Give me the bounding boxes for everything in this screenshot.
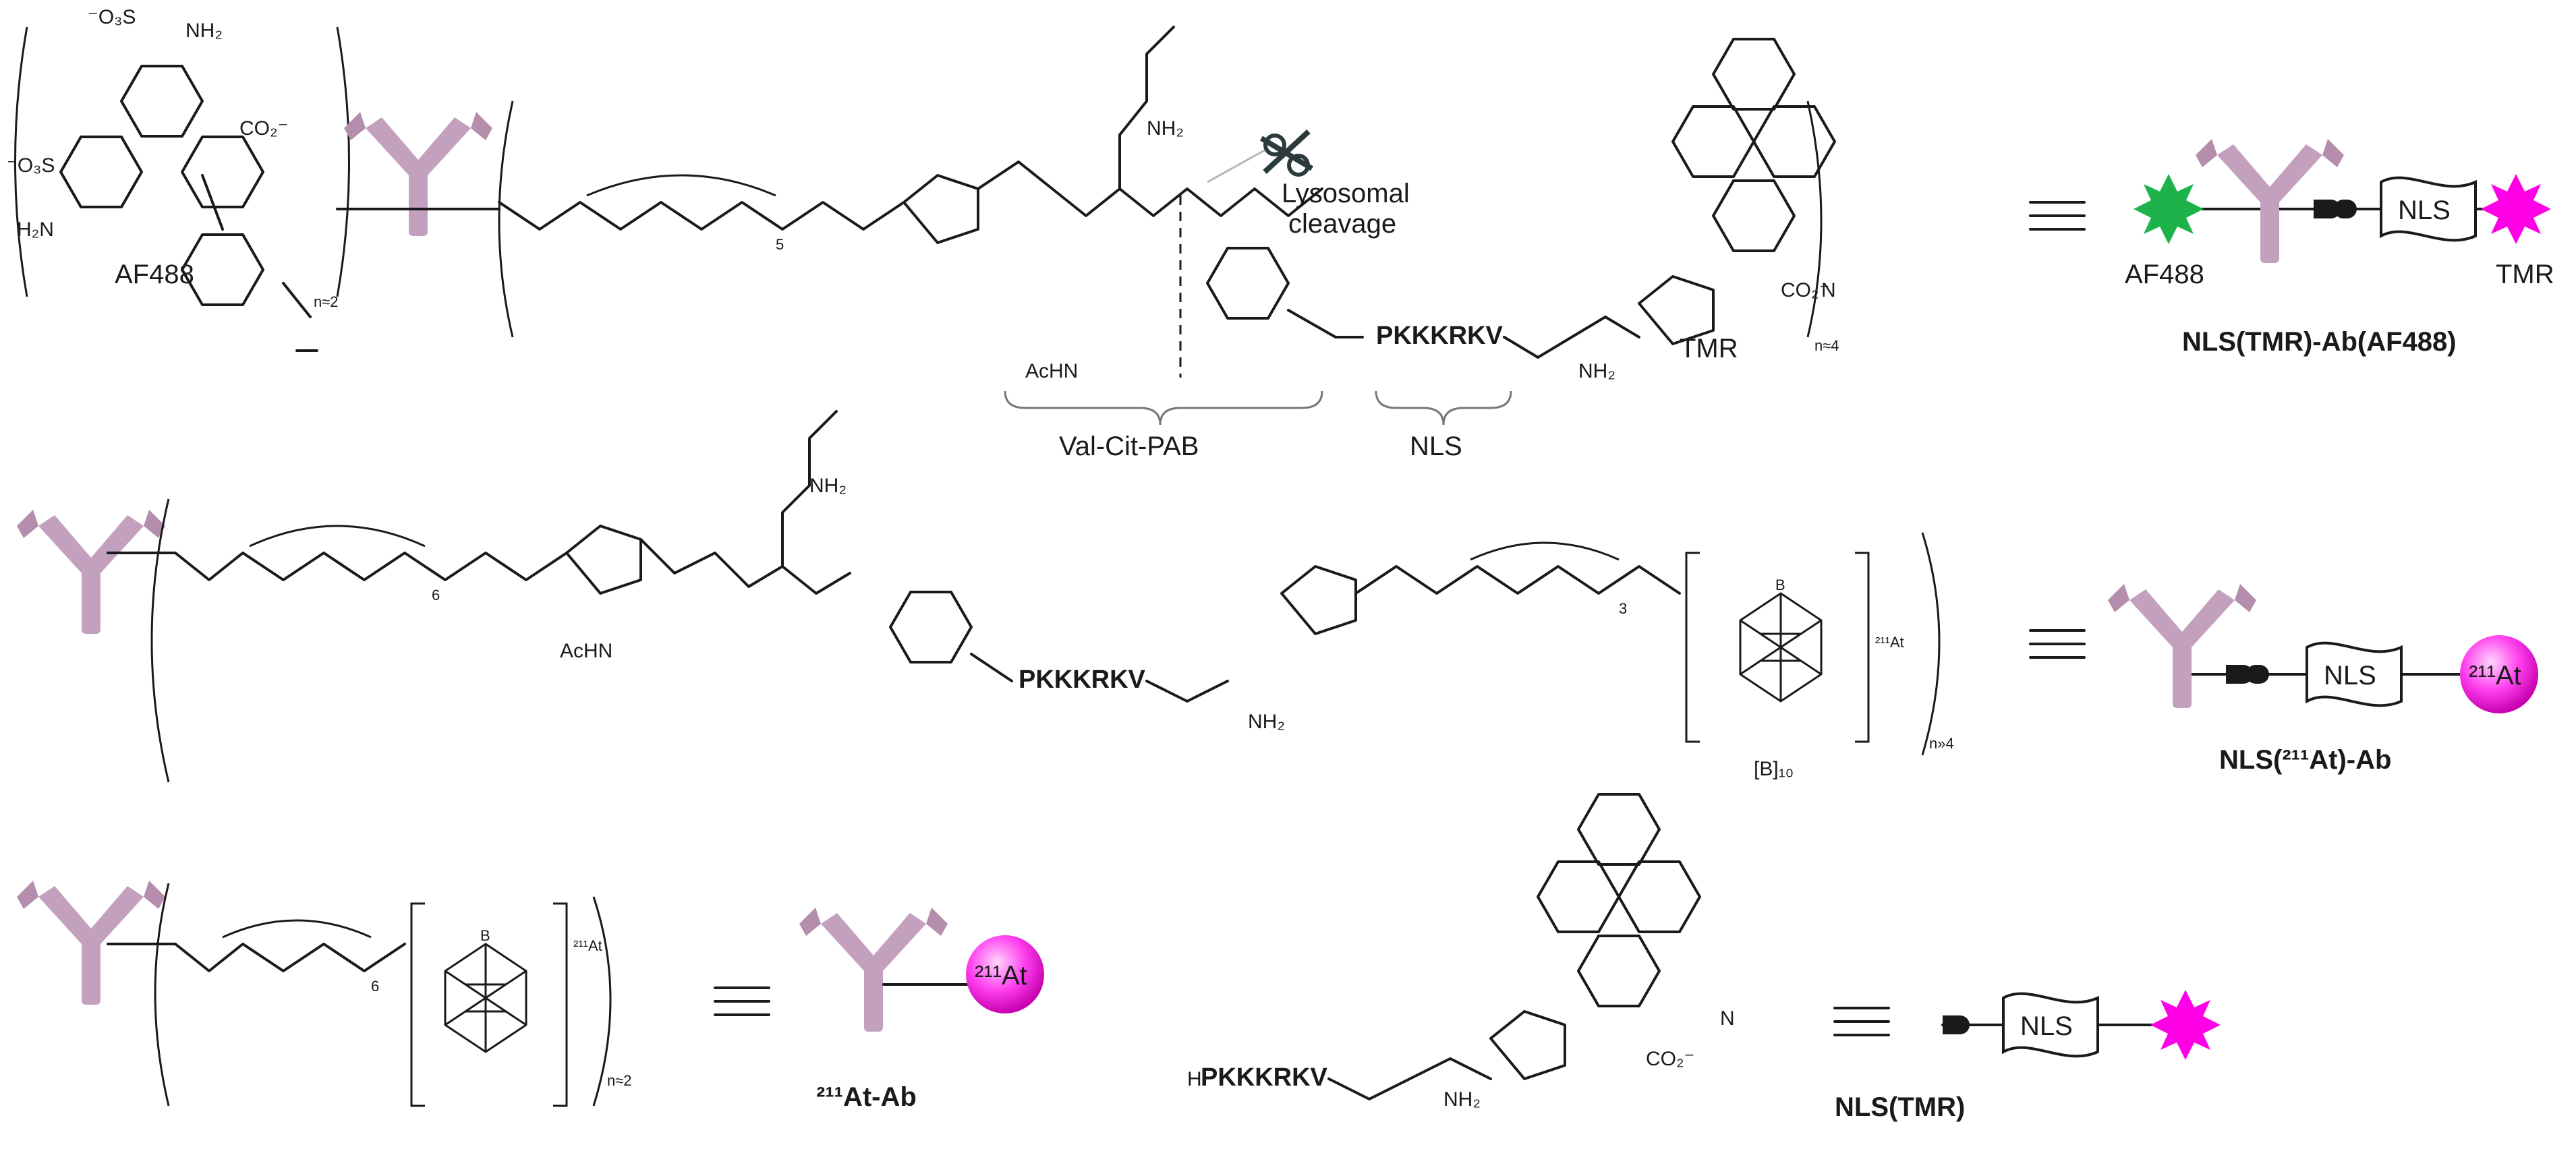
row2-acetamide-label: AcHN bbox=[560, 640, 612, 662]
row1-urea-amine-label: NH₂ bbox=[1147, 117, 1184, 140]
lysosomal-label-line2: cleavage bbox=[1288, 209, 1396, 239]
row3-nls-tmr-schematic: NLS NLS(TMR) bbox=[1835, 990, 2221, 1122]
row3-terminal-amide-label: NH₂ bbox=[1443, 1088, 1481, 1111]
row3-astatine-sphere bbox=[966, 935, 1044, 1013]
row1-schematic: NLS AF488 TMR NLS(TMR)-Ab(AF488) bbox=[2125, 139, 2554, 357]
row3-closo-borane-cage bbox=[444, 943, 527, 1053]
row2-schematic: NLS ²¹¹At NLS(²¹¹At)-Ab bbox=[2108, 584, 2538, 775]
row3-peg-subscript: 6 bbox=[371, 978, 379, 995]
iminium-label: NH₂ bbox=[185, 20, 223, 42]
row1-af488-legend: AF488 bbox=[2125, 260, 2204, 289]
row2-sphere-label: ²¹¹At bbox=[2469, 661, 2521, 690]
row1-terminal-amide-label: NH₂ bbox=[1578, 360, 1615, 382]
row2-b10-label: [B]₁₀ bbox=[1754, 758, 1794, 780]
row1-braces: Val-Cit-PAB NLS bbox=[1004, 390, 1512, 461]
row3-linker-half-icon bbox=[1943, 1015, 1970, 1034]
row2-peg-subscript: 6 bbox=[432, 587, 440, 603]
row2-astatine-label: ²¹¹At bbox=[1875, 634, 1904, 651]
row3-sphere-label: ²¹¹At bbox=[975, 961, 1027, 991]
sulfonate-top-label: ⁻O₃S bbox=[88, 6, 136, 28]
row3-at-ab-schematic: ²¹¹At ²¹¹At-Ab bbox=[799, 908, 1044, 1112]
row1-tmr-legend: TMR bbox=[2496, 260, 2554, 289]
row1-acetamide-label: AcHN bbox=[1025, 360, 1078, 382]
row2-repeat-label: n»4 bbox=[1929, 735, 1954, 752]
carboxylate-label: CO₂⁻ bbox=[239, 117, 288, 140]
row3-tmr-iminium-label: N bbox=[1720, 1007, 1735, 1030]
row1-nls-peptide: PKKKRKV bbox=[1376, 322, 1504, 350]
row1-cleavable-linker-icon bbox=[2314, 200, 2357, 218]
row2-peg2-subscript: 3 bbox=[1619, 600, 1627, 617]
row3-astatine-label: ²¹¹At bbox=[573, 937, 602, 954]
row3-at-ab-caption: ²¹¹At-Ab bbox=[816, 1082, 917, 1112]
row2-closo-borane-cage bbox=[1739, 592, 1823, 703]
row1-nls-flag-label: NLS bbox=[2398, 196, 2451, 225]
scissors-icon bbox=[1259, 129, 1314, 177]
row2-cleavable-linker-icon bbox=[2226, 665, 2269, 684]
row2-schematic-antibody bbox=[2108, 584, 2256, 708]
row2-boron-atom: B bbox=[1775, 577, 1785, 593]
row1-tmr-iminium-label: N bbox=[1821, 279, 1836, 301]
row2-nls-flag-label: NLS bbox=[2324, 661, 2376, 690]
sulfonate-left-label: ⁻O₃S bbox=[7, 154, 55, 177]
row2-terminal-amide-label: NH₂ bbox=[1248, 711, 1285, 733]
row3-nls-peptide: PKKKRKV bbox=[1201, 1063, 1328, 1092]
row1-caption: NLS(TMR)-Ab(AF488) bbox=[2182, 327, 2457, 357]
row2-nls-peptide: PKKKRKV bbox=[1019, 666, 1146, 694]
tmr-star-icon bbox=[2481, 174, 2551, 244]
row1-repeat-label: n≈4 bbox=[1814, 337, 1839, 354]
row3-nls-tmr-structure: H PKKKRKV NH₂ CO₂⁻ N bbox=[1187, 793, 1735, 1111]
row3-repeat-label: n≈2 bbox=[607, 1072, 632, 1089]
row2-urea-amine-label: NH₂ bbox=[809, 475, 847, 497]
row3-boron-atom: B bbox=[480, 927, 490, 944]
af488-loading-label: n≈2 bbox=[314, 293, 339, 310]
row2-astatine-sphere bbox=[2460, 635, 2538, 713]
val-cit-pab-label: Val-Cit-PAB bbox=[1059, 432, 1199, 461]
row1-equivalence bbox=[2029, 201, 2086, 231]
row2-caption: NLS(²¹¹At)-Ab bbox=[2219, 745, 2391, 775]
row3-linker-chain: 6 B ²¹¹At n≈2 bbox=[107, 883, 632, 1107]
row3-nls-flag-label: NLS bbox=[2020, 1011, 2073, 1041]
row1-peg-subscript: 5 bbox=[776, 236, 784, 253]
af488-structure-label: AF488 bbox=[115, 260, 194, 289]
amine-label: H₂N bbox=[17, 218, 54, 241]
row1-tmr-carboxylate-label: CO₂⁻ bbox=[1781, 279, 1829, 301]
row1-tmr-structure-label: TMR bbox=[1680, 334, 1738, 363]
row3-h-label: H bbox=[1187, 1068, 1202, 1090]
row1-af488-dye: ⁻O₃S NH₂ ⁻O₃S H₂N CO₂⁻ AF488 n≈2 bbox=[7, 6, 350, 352]
row1-cleavage-annotation: Lysosomal cleavage bbox=[1179, 129, 1410, 378]
row2-antibody bbox=[17, 510, 165, 634]
nls-brace-label: NLS bbox=[1410, 432, 1462, 461]
row3-nls-tmr-caption: NLS(TMR) bbox=[1835, 1092, 1965, 1122]
row3-equivalence-2 bbox=[1833, 1007, 1890, 1036]
row3-equivalence-1 bbox=[714, 986, 770, 1016]
row2-linker-chain: 6 AcHN NH₂ PKKKRKV NH₂ 3 B ²¹¹At [B]₁₀ n… bbox=[107, 410, 1954, 783]
row3-schematic-antibody bbox=[799, 908, 948, 1032]
row1-antibody bbox=[344, 112, 492, 236]
af488-star-icon bbox=[2134, 174, 2204, 244]
lysosomal-label-line1: Lysosomal bbox=[1282, 179, 1410, 208]
row2-equivalence bbox=[2029, 629, 2086, 659]
row3-tmr-carboxylate-label: CO₂⁻ bbox=[1646, 1048, 1694, 1070]
row3-tmr-star-icon bbox=[2150, 990, 2221, 1060]
row1-linker-chain: 5 AcHN NH₂ PKKKRKV NH₂ CO₂⁻ N TMR n≈4 bbox=[498, 26, 1839, 382]
